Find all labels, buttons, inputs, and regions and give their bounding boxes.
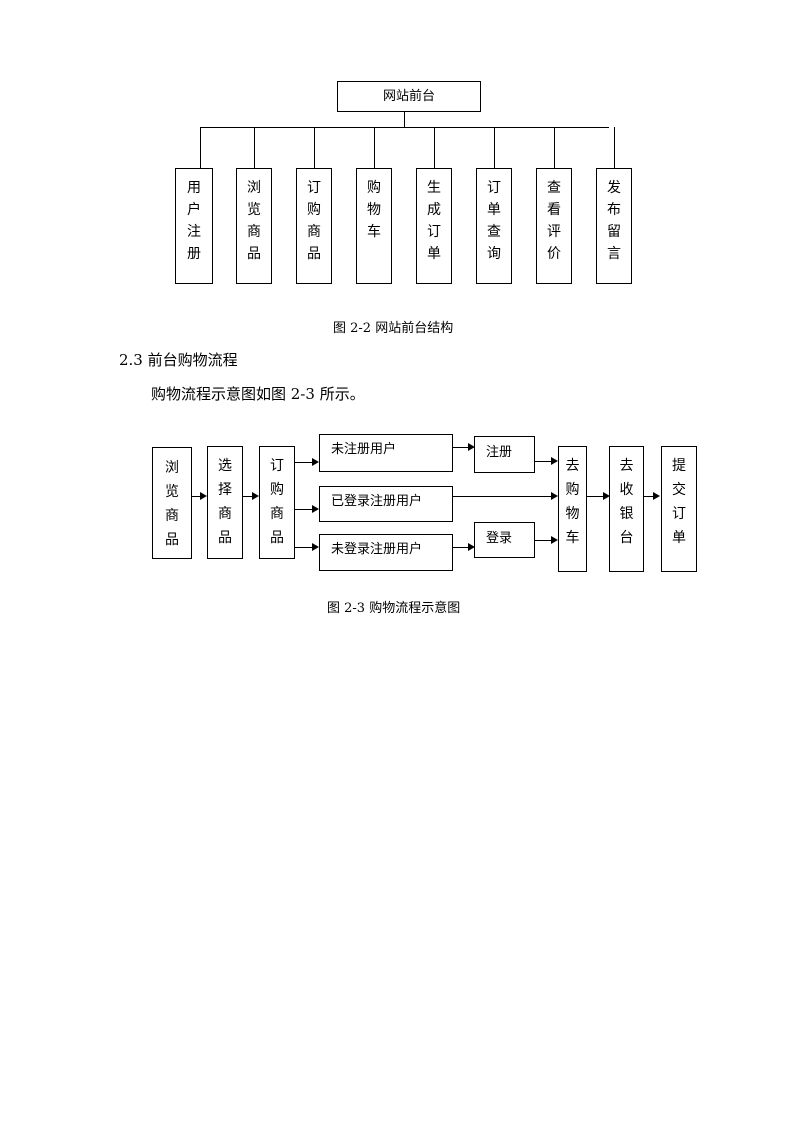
root-connector <box>404 112 405 128</box>
step-select-box: 选择商品 <box>207 446 243 559</box>
root-box: 网站前台 <box>337 81 481 112</box>
arrow-2-3-line <box>243 496 252 497</box>
arrow-to-login-line <box>453 547 469 548</box>
branch-unregistered-label: 未注册用户 <box>331 442 397 457</box>
step-browse-label: 浏览商品 <box>165 460 179 548</box>
step-cart-box: 去购物车 <box>558 446 587 572</box>
child-box: 订购商品 <box>296 168 332 284</box>
child-connector <box>434 127 435 169</box>
child-box: 发布留言 <box>596 168 632 284</box>
child-label: 发布留言 <box>607 180 621 262</box>
child-connector <box>314 127 315 169</box>
arrow-to-branch1-line <box>295 462 312 463</box>
branch-unregistered-box: 未注册用户 <box>319 434 453 472</box>
child-box: 浏览商品 <box>236 168 272 284</box>
arrow-login-to-cart-line <box>535 540 552 541</box>
arrow-checkout-to-submit-line <box>644 496 653 497</box>
figure2-caption: 图 2-3 购物流程示意图 <box>327 601 461 616</box>
branch-not-logged-in-box: 未登录注册用户 <box>319 534 453 571</box>
step-checkout-box: 去收银台 <box>609 446 644 572</box>
child-label: 订购商品 <box>307 180 321 262</box>
child-box: 用户注册 <box>175 168 213 284</box>
arrow-to-branch2-head <box>312 505 319 513</box>
login-box: 登录 <box>474 522 535 558</box>
section-paragraph: 购物流程示意图如图 2-3 所示。 <box>151 385 365 403</box>
arrow-cart-to-checkout-line <box>587 496 604 497</box>
branch-not-logged-in-label: 未登录注册用户 <box>331 542 423 557</box>
arrow-to-branch1-head <box>312 458 319 466</box>
child-connector <box>254 127 255 169</box>
step-browse-box: 浏览商品 <box>152 447 192 559</box>
arrow-to-login-head <box>468 543 475 551</box>
step-submit-label: 提交订单 <box>672 458 686 546</box>
section-heading: 2.3 前台购物流程 <box>119 351 238 369</box>
branch-logged-in-box: 已登录注册用户 <box>319 486 453 522</box>
arrow-1-2-line <box>192 496 201 497</box>
child-box: 生成订单 <box>416 168 452 284</box>
arrow-1-2-head <box>200 492 207 500</box>
child-connector <box>374 127 375 169</box>
horizontal-bus <box>200 127 609 128</box>
step-cart-label: 去购物车 <box>565 458 580 546</box>
child-label: 用户注册 <box>187 180 201 262</box>
root-label: 网站前台 <box>382 89 435 104</box>
step-order-box: 订购商品 <box>259 446 295 559</box>
arrow-checkout-to-submit-head <box>653 492 660 500</box>
child-connector <box>200 127 201 169</box>
figure1-caption: 图 2-2 网站前台结构 <box>333 321 454 336</box>
arrow-register-to-cart-line <box>535 461 552 462</box>
child-label: 订单查询 <box>487 180 501 262</box>
child-label: 查看评价 <box>547 180 561 262</box>
arrow-to-branch2-line <box>295 509 312 510</box>
step-checkout-label: 去收银台 <box>619 458 634 546</box>
step-select-label: 选择商品 <box>218 458 232 546</box>
step-submit-box: 提交订单 <box>661 446 697 572</box>
arrow-to-branch3-line <box>295 547 312 548</box>
arrow-to-register-head <box>468 443 475 451</box>
arrow-login-to-cart-head <box>551 536 558 544</box>
child-label: 购物车 <box>367 180 381 240</box>
arrow-loggedin-to-cart-head <box>551 492 558 500</box>
arrow-register-to-cart-head <box>551 457 558 465</box>
branch-logged-in-label: 已登录注册用户 <box>331 494 423 509</box>
child-box: 查看评价 <box>536 168 572 284</box>
child-box: 购物车 <box>356 168 392 284</box>
login-label: 登录 <box>486 531 513 546</box>
child-connector <box>494 127 495 169</box>
step-order-label: 订购商品 <box>270 458 284 546</box>
child-label: 生成订单 <box>427 180 441 262</box>
child-connector <box>614 127 615 169</box>
arrow-to-register-line <box>453 447 469 448</box>
arrow-loggedin-to-cart-line <box>453 496 552 497</box>
register-box: 注册 <box>474 436 535 473</box>
child-box: 订单查询 <box>476 168 512 284</box>
child-label: 浏览商品 <box>247 180 261 262</box>
child-connector <box>554 127 555 169</box>
arrow-to-branch3-head <box>312 543 319 551</box>
arrow-cart-to-checkout-head <box>603 492 610 500</box>
arrow-2-3-head <box>252 492 259 500</box>
register-label: 注册 <box>486 445 513 460</box>
